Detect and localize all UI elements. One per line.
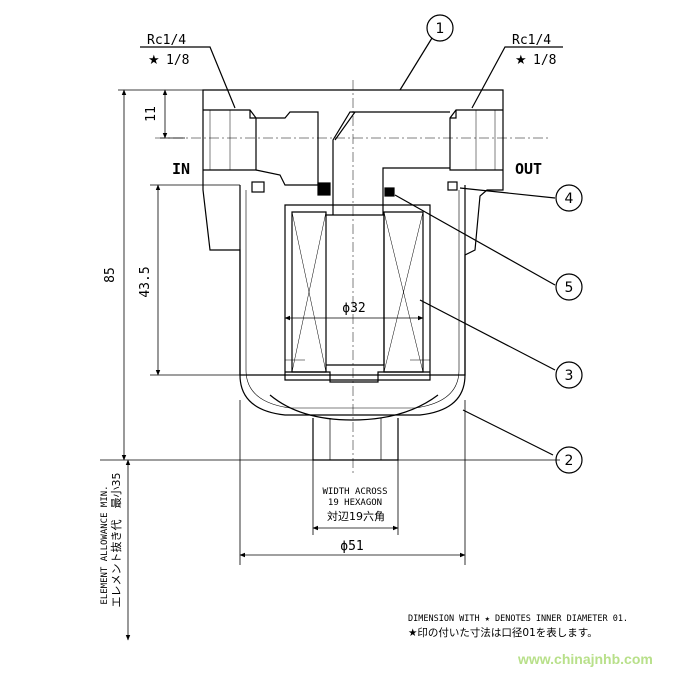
star-icon: ★ — [515, 53, 527, 68]
callout-3-circle — [555, 361, 583, 389]
o-ring-left — [317, 182, 331, 196]
inlet-label: IN — [172, 160, 190, 178]
outlet-passage — [332, 111, 450, 215]
bowl-body — [239, 185, 466, 416]
element-outer — [284, 204, 431, 381]
dim-top-offset: 11 — [144, 106, 159, 122]
star-icon: ★ — [148, 53, 160, 68]
inlet-bore — [203, 109, 257, 171]
hex-label-jp: 対辺19六角 — [327, 509, 385, 523]
thread-right-star: 1/8 — [533, 53, 556, 68]
note-en: DIMENSION WITH ★ DENOTES INNER DIAMETER … — [408, 614, 628, 624]
dim-element-height: 43.5 — [138, 266, 153, 297]
callout-3: 3 — [565, 368, 574, 384]
callout-4: 4 — [565, 191, 574, 207]
thread-left-size: Rc1/4 — [147, 33, 186, 48]
center-tube — [326, 214, 385, 366]
callout-2-circle — [555, 446, 583, 474]
callout-1-circle — [426, 14, 454, 42]
outlet-label: OUT — [515, 160, 542, 178]
o-ring-right — [384, 187, 395, 197]
callout-4-circle — [555, 184, 583, 212]
thread-left-star: 1/8 — [166, 53, 189, 68]
hex-label-en-1: WIDTH ACROSS — [322, 487, 387, 497]
hex-label-en-2: 19 HEXAGON — [328, 498, 382, 508]
inlet-passage — [255, 111, 319, 186]
watermark: www.chinajnhb.com — [517, 651, 653, 667]
callout-5-circle — [555, 273, 583, 301]
dim-element-dia: ϕ32 — [342, 301, 365, 316]
allowance-label-jp: エレメント抜き代 最小35 — [109, 473, 123, 608]
dim-overall-height: 85 — [103, 267, 118, 283]
seal-4 — [447, 181, 458, 191]
drain-hex — [312, 418, 399, 461]
thread-right-size: Rc1/4 — [512, 33, 551, 48]
callout-2: 2 — [565, 453, 574, 469]
allowance-label-en: ELEMENT ALLOWANCE MIN. — [100, 485, 110, 604]
callout-1: 1 — [436, 21, 445, 37]
note-jp: ★印の付いた寸法は口径01を表します。 — [408, 626, 598, 639]
dim-body-dia: ϕ51 — [340, 539, 363, 554]
callout-5: 5 — [565, 280, 574, 296]
